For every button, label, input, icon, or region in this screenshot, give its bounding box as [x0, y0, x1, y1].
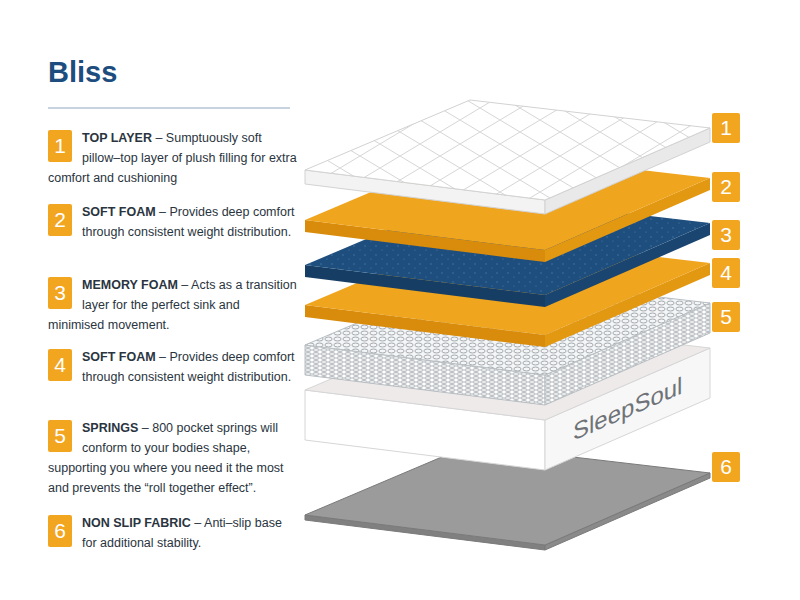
callout-number: 5: [54, 424, 66, 448]
callout-number: 1: [720, 116, 732, 140]
layer-description: 4SOFT FOAM– Provides deep comfort throug…: [48, 347, 298, 387]
callout-number-badge: 4: [48, 349, 72, 381]
callout-tag: 5: [712, 302, 740, 332]
callout-number: 3: [54, 281, 66, 305]
top-layer: [305, 100, 710, 214]
callout-number-badge: 2: [48, 204, 72, 236]
title: Bliss: [48, 56, 117, 89]
callout-number-badge: 1: [48, 130, 72, 162]
callout-number: 2: [720, 175, 732, 199]
callout-number-badge: 6: [48, 515, 72, 547]
layer-description: 5SPRINGS– 800 pocket springs will confor…: [48, 418, 298, 498]
layer-name: SPRINGS: [82, 421, 138, 435]
layer-top: [305, 100, 710, 200]
callout-number: 4: [54, 353, 66, 377]
layer-description: 2SOFT FOAM– Provides deep comfort throug…: [48, 202, 298, 242]
callout-number: 6: [54, 519, 66, 543]
callout-number: 6: [720, 455, 732, 479]
title-rule: [48, 108, 290, 109]
callout-tag: 6: [712, 452, 740, 482]
callout-number-badge: 3: [48, 277, 72, 309]
layer-name: SOFT FOAM: [82, 350, 156, 364]
callout-number-badge: 5: [48, 420, 72, 452]
layer-description: 3MEMORY FOAM– Acts as a transition layer…: [48, 275, 298, 335]
callout-number: 1: [54, 134, 66, 158]
layer-name: SOFT FOAM: [82, 205, 156, 219]
layer-name: NON SLIP FABRIC: [82, 516, 191, 530]
layer-description: 1TOP LAYER– Sumptuously soft pillow–top …: [48, 128, 298, 188]
layer-name: TOP LAYER: [82, 131, 152, 145]
callout-tag: 3: [712, 220, 740, 250]
layer-description: 6NON SLIP FABRIC– Anti–slip base for add…: [48, 513, 298, 553]
callout-number: 5: [720, 305, 732, 329]
callout-tag: 1: [712, 113, 740, 143]
callout-tag: 2: [712, 172, 740, 202]
callout-tag: 4: [712, 258, 740, 288]
callout-number: 4: [720, 261, 732, 285]
layer-name: MEMORY FOAM: [82, 278, 178, 292]
callout-number: 2: [54, 208, 66, 232]
callout-number: 3: [720, 223, 732, 247]
